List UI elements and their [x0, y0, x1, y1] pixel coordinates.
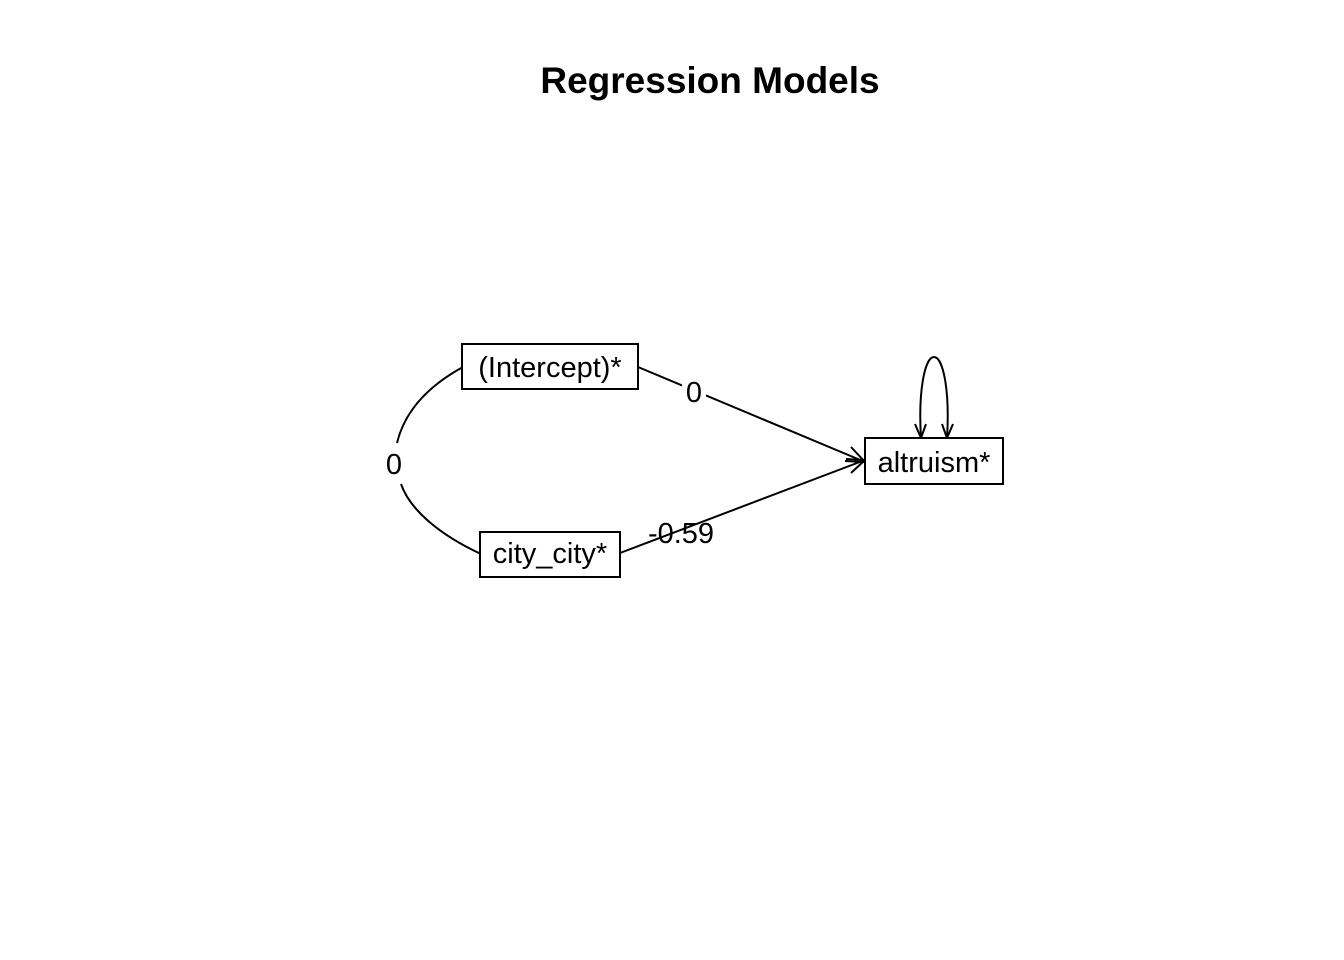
- edge-label-intercept: 0: [686, 377, 702, 409]
- node-altruism-box: [864, 437, 1004, 485]
- edge-label-bg-intercept: [682, 376, 706, 406]
- edge-label-city: -0.59: [648, 518, 714, 550]
- covariance-label: 0: [386, 449, 402, 481]
- node-city-box: [479, 531, 621, 578]
- node-altruism: altruism*: [864, 437, 1004, 485]
- edge-city-to-altruism: [619, 459, 866, 554]
- edge-intercept-to-altruism: [637, 366, 866, 463]
- covariance-curve-upper: [396, 366, 464, 444]
- node-intercept-label: (Intercept)*: [478, 352, 621, 384]
- node-city: city_city*: [479, 531, 621, 578]
- node-intercept: (Intercept)*: [461, 343, 639, 390]
- covariance-curve-lower: [400, 483, 482, 555]
- node-altruism-label: altruism*: [878, 447, 991, 479]
- residual-variance-loop: [919, 355, 949, 439]
- node-intercept-box: [461, 343, 639, 390]
- diagram-title: Regression Models: [540, 60, 879, 101]
- node-city-label: city_city*: [493, 538, 607, 570]
